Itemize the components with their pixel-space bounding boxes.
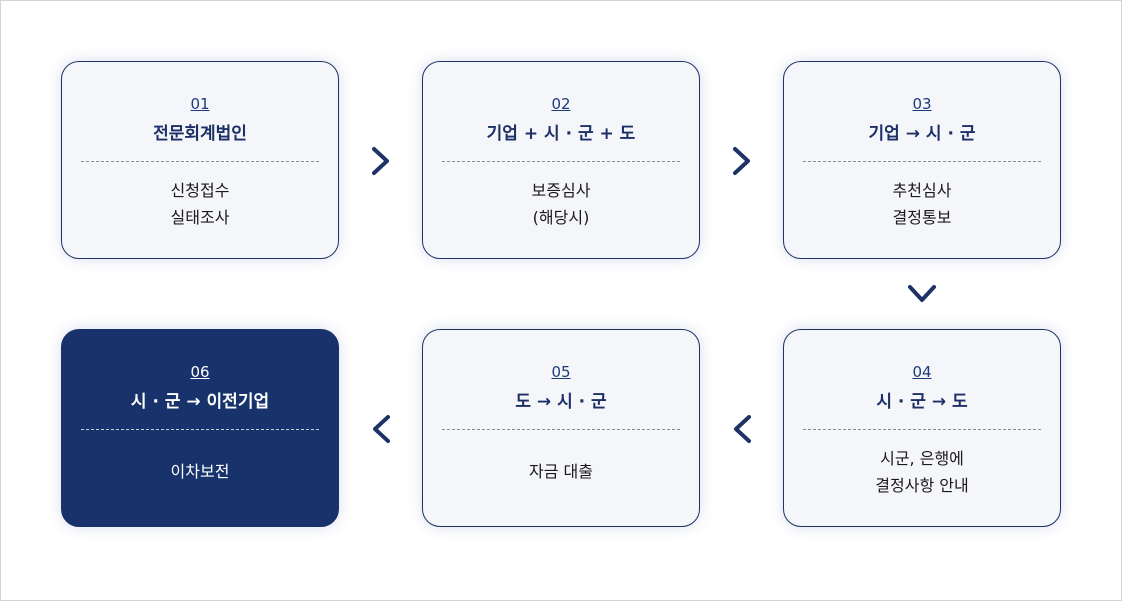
step-description-line: 결정통보 [892,208,952,227]
chevron-left-icon [727,414,757,444]
step-title: 시 · 군 → 이전기업 [130,392,270,412]
step-divider [81,161,319,162]
step-description-line: (해당시) [532,208,590,227]
step-divider [803,429,1041,430]
step-description-line: 보증심사 [531,181,591,200]
step-number: 06 [190,363,210,381]
step-description-line: 추천심사 [892,181,952,200]
step-description-line: 결정사항 안내 [875,476,969,495]
step-divider [442,429,680,430]
chevron-right-icon [727,146,757,176]
chevron-left-icon [366,414,396,444]
step-card-02: 02 기업 + 시 · 군 + 도 보증심사 (해당시) [422,61,700,259]
step-description-line: 자금 대출 [529,462,593,481]
step-description-line: 시군, 은행에 [880,449,964,468]
step-title: 도 → 시 · 군 [515,392,607,412]
step-number: 03 [912,95,932,113]
step-divider [442,161,680,162]
step-description: 시군, 은행에 결정사항 안내 [784,445,1060,499]
step-description: 자금 대출 [423,458,699,485]
step-card-05: 05 도 → 시 · 군 자금 대출 [422,329,700,527]
step-description: 추천심사 결정통보 [784,177,1060,231]
step-description-line: 신청접수 [170,181,230,200]
step-description: 이차보전 [62,458,338,485]
step-description: 신청접수 실태조사 [62,177,338,231]
chevron-down-icon [907,279,937,309]
step-description-line: 이차보전 [170,462,230,481]
step-description: 보증심사 (해당시) [423,177,699,231]
step-card-06: 06 시 · 군 → 이전기업 이차보전 [61,329,339,527]
step-divider [81,429,319,430]
step-number: 04 [912,363,932,381]
step-title: 기업 + 시 · 군 + 도 [486,124,636,144]
step-number: 05 [551,363,571,381]
step-card-03: 03 기업 → 시 · 군 추천심사 결정통보 [783,61,1061,259]
step-number: 01 [190,95,210,113]
step-title: 기업 → 시 · 군 [868,124,976,144]
chevron-right-icon [366,146,396,176]
step-title: 전문회계법인 [153,124,247,144]
step-title: 시 · 군 → 도 [876,392,968,412]
step-description-line: 실태조사 [170,208,230,227]
step-card-01: 01 전문회계법인 신청접수 실태조사 [61,61,339,259]
step-divider [803,161,1041,162]
step-card-04: 04 시 · 군 → 도 시군, 은행에 결정사항 안내 [783,329,1061,527]
step-number: 02 [551,95,571,113]
